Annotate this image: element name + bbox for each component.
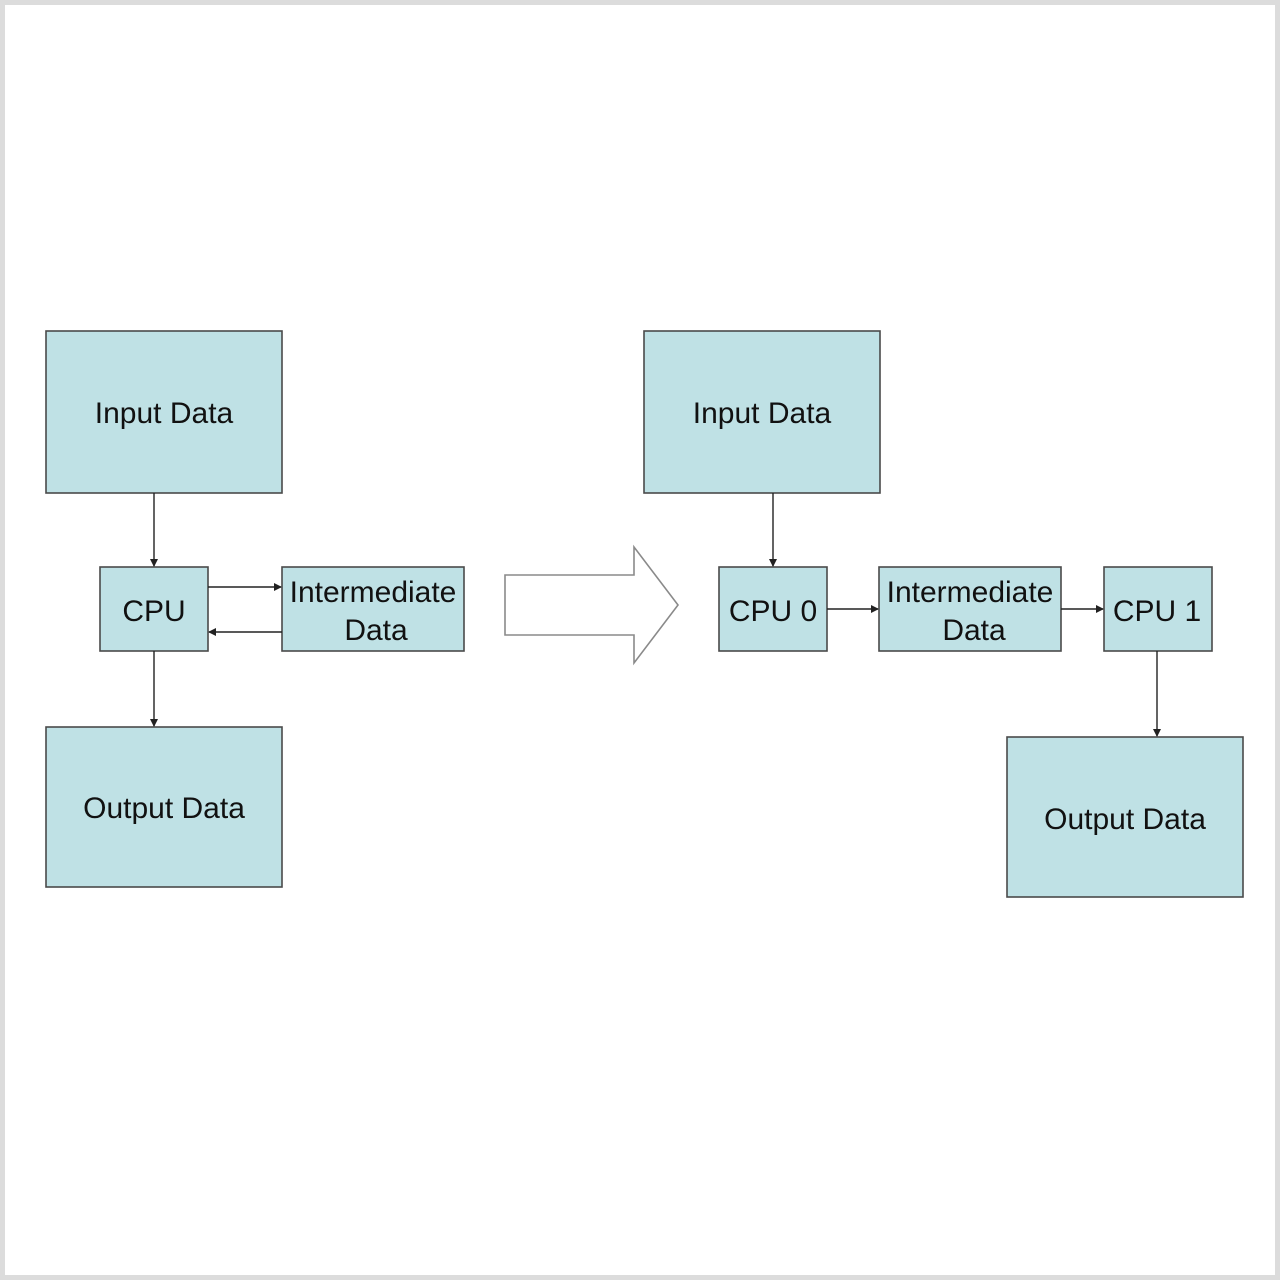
- left-input-data-box: Input Data: [45, 330, 283, 494]
- left-output-data-label: Output Data: [83, 792, 245, 825]
- left-input-data-label: Input Data: [95, 397, 234, 430]
- left-output-data-box: Output Data: [45, 726, 283, 888]
- right-cpu1-label: CPU 1: [1113, 595, 1201, 628]
- right-cpu0-box: CPU 0: [718, 566, 828, 652]
- left-intermediate-label-line2: Data: [344, 614, 408, 647]
- left-intermediate-label-line1: Intermediate: [290, 576, 457, 609]
- left-intermediate-data-box: Intermediate Data: [281, 566, 465, 652]
- right-input-data-label: Input Data: [693, 397, 832, 430]
- diagram-svg: Input Data CPU Intermediate Data Output …: [45, 330, 1244, 898]
- right-output-data-box: Output Data: [1006, 736, 1244, 898]
- right-cpu1-box: CPU 1: [1103, 566, 1213, 652]
- right-input-data-box: Input Data: [643, 330, 881, 494]
- left-cpu-label: CPU: [122, 595, 185, 628]
- transform-arrow-icon: [504, 544, 680, 666]
- right-intermediate-label-line1: Intermediate: [887, 576, 1054, 609]
- right-cpu0-label: CPU 0: [729, 595, 817, 628]
- right-intermediate-data-box: Intermediate Data: [878, 566, 1062, 652]
- right-intermediate-label-line2: Data: [942, 614, 1006, 647]
- left-cpu-box: CPU: [99, 566, 209, 652]
- right-output-data-label: Output Data: [1044, 803, 1206, 836]
